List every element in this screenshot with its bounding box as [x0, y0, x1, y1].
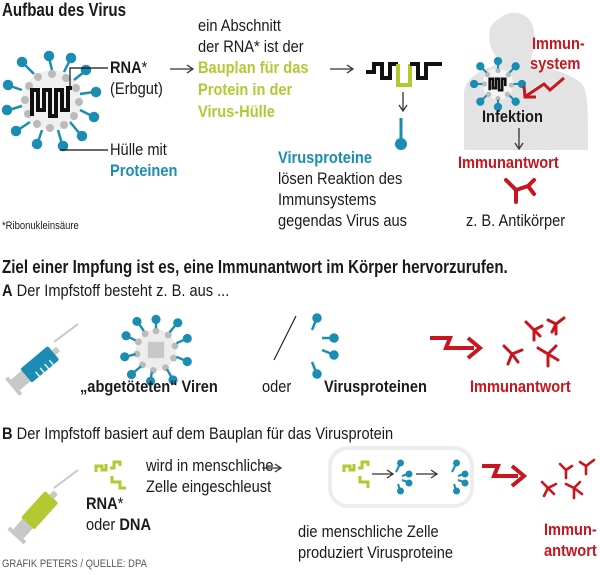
zigzag-arrow-icon — [430, 336, 484, 360]
b-rna-label: RNA* — [86, 494, 123, 514]
syringe-blue-icon — [5, 323, 79, 396]
option-a-letter: A — [2, 281, 13, 300]
virusprotein-icon — [395, 118, 407, 150]
or-label: oder — [262, 377, 292, 396]
rna-strand-icon — [366, 62, 442, 87]
blueprint-line1: ein Abschnitt — [198, 16, 281, 35]
arrow-down-icon — [514, 128, 524, 151]
zigzag-arrow-icon — [522, 76, 565, 99]
blueprint-hl1: Bauplan für das — [198, 58, 309, 77]
inject-line2: Zelle eingeschleust — [146, 477, 272, 496]
killed-virus-icon — [120, 314, 192, 386]
antikoerper-label: z. B. Antikörper — [466, 211, 566, 230]
immunantwort-b-line2: antwort — [544, 541, 597, 560]
inject-line1: wird in menschliche — [146, 456, 274, 475]
option-b-text: Der Impfstoff basiert auf dem Bauplan fü… — [16, 424, 394, 443]
rna-sub: (Erbgut) — [110, 79, 163, 98]
virusproteine-title: Virusproteine — [278, 148, 372, 167]
credit-line: GRAFIK PETERS / QUELLE: DPA — [2, 558, 147, 570]
human-cell-outline — [328, 446, 474, 508]
b-rna-text: RNA — [86, 494, 118, 513]
infektion-label: Infektion — [482, 107, 543, 126]
b-or-text: oder — [86, 515, 120, 534]
rna-leader-line — [69, 67, 108, 86]
arrow-down-icon — [398, 92, 408, 113]
immunantwort-label: Immunantwort — [458, 153, 559, 172]
rna-fragments-icon — [94, 460, 126, 490]
rna-text: RNA — [110, 58, 142, 77]
antibodies-b-icon — [540, 458, 596, 500]
cell-line2: produziert Virusproteine — [298, 543, 453, 562]
section-title: Aufbau des Virus — [2, 0, 127, 20]
footnote: *Ribonukleinsäure — [2, 220, 79, 232]
arrow-right-icon — [170, 64, 195, 74]
virusproteins-icon — [310, 313, 339, 379]
virus-icon — [1, 50, 102, 152]
human-silhouette-icon — [464, 12, 588, 150]
arrow-right-icon — [330, 64, 355, 74]
virus-small-icon — [469, 56, 527, 112]
vaccine-headline: Ziel einer Impfung ist es, eine Immunant… — [2, 257, 508, 277]
virusproteine-line1: lösen Reaktion des — [278, 169, 403, 188]
immunsystem-line2: system — [530, 54, 581, 73]
slash-divider — [273, 315, 297, 361]
huelle-line2: Proteinen — [110, 161, 178, 180]
option-b-letter: B — [2, 424, 13, 443]
virusproteins-label: Virusproteinen — [324, 377, 427, 396]
b-dna-text: DNA — [119, 515, 152, 534]
antibodies-icon — [502, 316, 566, 368]
immunantwort-a-label: Immunantwort — [470, 377, 571, 396]
huelle-line1: Hülle mit — [110, 140, 167, 159]
antibody-icon — [504, 178, 536, 204]
zigzag-arrow-icon — [482, 464, 528, 488]
blueprint-line2: der RNA* ist der — [198, 37, 304, 56]
b-dna-label: oder DNA — [86, 515, 151, 535]
option-a-row: A Der Impfstoff besteht z. B. aus ... — [2, 281, 229, 301]
huelle-leader-line — [60, 149, 108, 151]
cell-line1: die menschliche Zelle — [298, 522, 439, 541]
virusproteine-line3: gegendas Virus aus — [278, 211, 407, 230]
syringe-lime-icon — [7, 469, 79, 545]
option-a-text: Der Impfstoff besteht z. B. aus ... — [16, 281, 230, 300]
option-b-row: B Der Impfstoff basiert auf dem Bauplan … — [2, 424, 393, 444]
virusproteins-out-icon — [451, 459, 469, 495]
rna-star: * — [141, 58, 148, 77]
cell-process-icon — [342, 459, 439, 495]
blueprint-hl2: Protein in der — [198, 80, 293, 99]
virusproteine-line2: Immunsystems — [278, 190, 377, 209]
killed-virus-label: „abgetöteten“ Viren — [80, 377, 218, 396]
b-rna-star: * — [117, 494, 124, 513]
immunantwort-b-line1: Immun- — [544, 520, 597, 539]
immunsystem-line1: Immun- — [532, 34, 585, 53]
rna-label: RNA* — [110, 58, 147, 78]
arrow-right-icon — [262, 463, 283, 473]
blueprint-hl3: Virus-Hülle — [198, 102, 275, 121]
